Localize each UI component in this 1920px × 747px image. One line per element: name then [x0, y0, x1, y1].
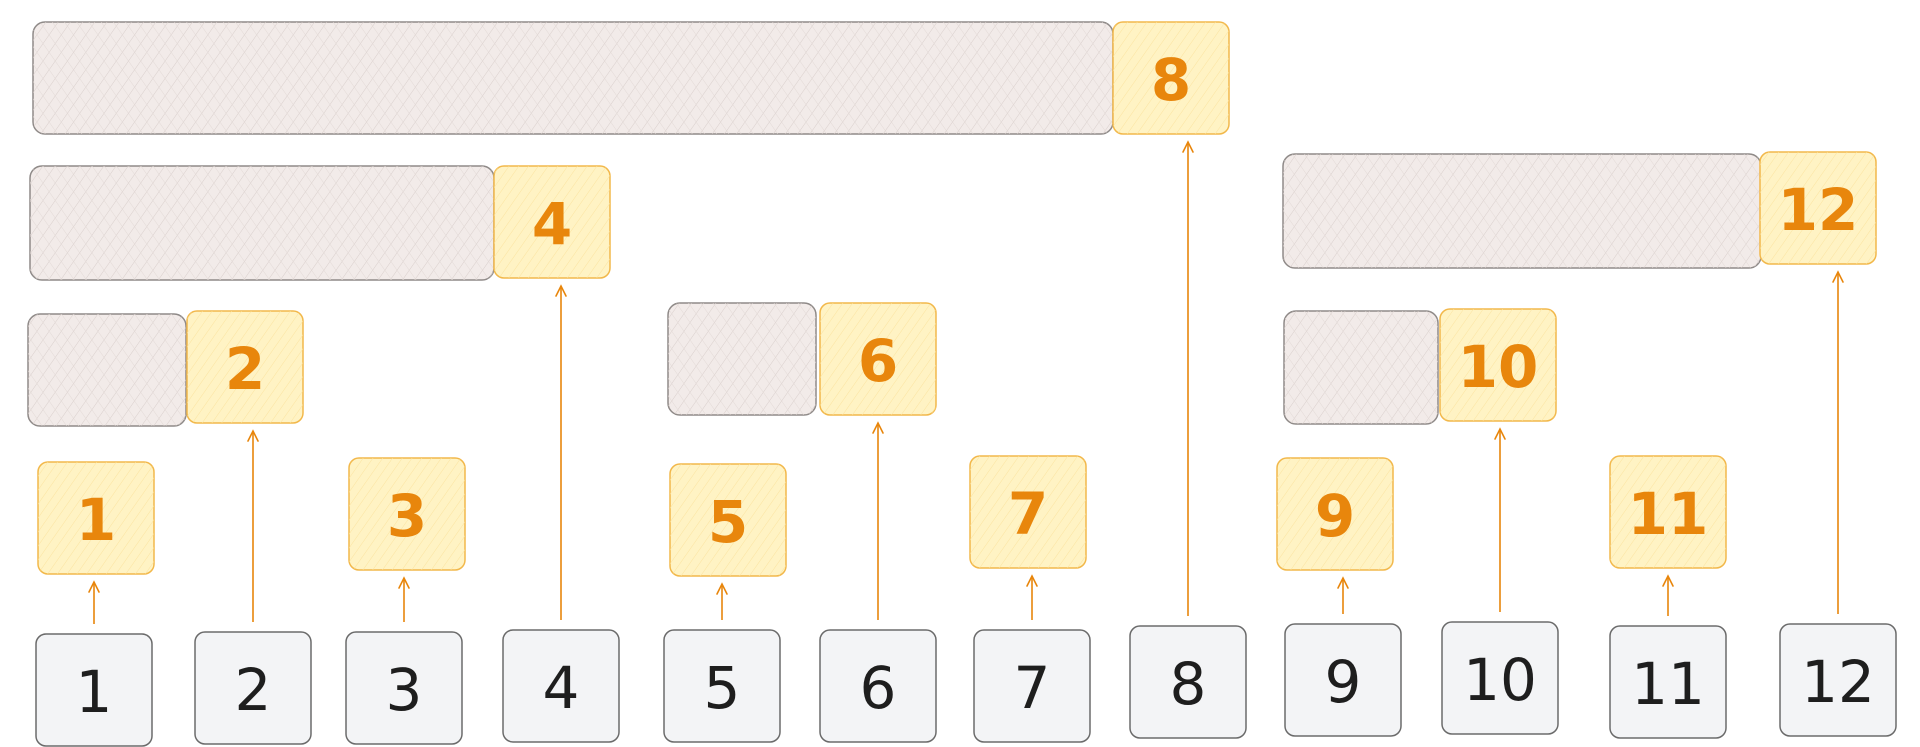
tree-node-label: 2 — [225, 335, 265, 403]
array-cell-label: 7 — [1014, 654, 1051, 722]
arrow-7 — [1026, 574, 1038, 620]
tree-node-label: 5 — [708, 488, 748, 556]
array-cell-label: 3 — [386, 656, 423, 724]
arrow-2 — [247, 429, 259, 622]
arrow-8 — [1182, 140, 1194, 616]
arrow-9 — [1337, 576, 1349, 614]
array-cell-10: 10 — [1441, 621, 1559, 735]
range-bar-2 — [27, 313, 187, 427]
tree-node-12: 12 — [1759, 151, 1877, 265]
array-cell-label: 8 — [1170, 650, 1207, 718]
tree-node-11: 11 — [1609, 455, 1727, 569]
tree-node-label: 11 — [1628, 480, 1709, 548]
array-cell-11: 11 — [1609, 625, 1727, 739]
array-cell-label: 10 — [1463, 646, 1537, 714]
arrow-3 — [398, 576, 410, 622]
array-cell-3: 3 — [345, 631, 463, 745]
array-cell-label: 9 — [1325, 648, 1362, 716]
tree-node-1: 1 — [37, 461, 155, 575]
array-cell-5: 5 — [663, 629, 781, 743]
array-cell-label: 12 — [1801, 648, 1875, 716]
tree-node-label: 12 — [1778, 176, 1859, 244]
array-cell-label: 4 — [543, 654, 580, 722]
array-cell-12: 12 — [1779, 623, 1897, 737]
tree-node-7: 7 — [969, 455, 1087, 569]
arrow-10 — [1494, 427, 1506, 612]
arrows — [88, 140, 1844, 624]
tree-node-label: 6 — [858, 327, 898, 395]
range-bar-4 — [29, 165, 495, 281]
array-cell-8: 8 — [1129, 625, 1247, 739]
tree-node-10: 10 — [1439, 308, 1557, 422]
tree-node-label: 7 — [1008, 480, 1048, 548]
tree-node-label: 8 — [1151, 46, 1191, 114]
tree-node-6: 6 — [819, 302, 937, 416]
range-bars — [27, 21, 1762, 427]
tree-node-9: 9 — [1276, 457, 1394, 571]
arrow-4 — [555, 284, 567, 620]
tree-node-label: 10 — [1458, 333, 1539, 401]
range-bar-8 — [32, 21, 1114, 135]
array-cell-label: 11 — [1631, 650, 1705, 718]
array-cell-label: 6 — [860, 654, 897, 722]
arrow-5 — [716, 582, 728, 620]
arrow-12 — [1832, 270, 1844, 614]
array-cell-label: 5 — [704, 654, 741, 722]
range-bar-10 — [1283, 310, 1439, 425]
tree-node-8: 8 — [1112, 21, 1230, 135]
tree-node-3: 3 — [348, 457, 466, 571]
arrow-6 — [872, 421, 884, 620]
tree-node-label: 9 — [1315, 482, 1355, 550]
array-cell-label: 2 — [235, 656, 272, 724]
array-cell-label: 1 — [76, 658, 113, 726]
array-cell-4: 4 — [502, 629, 620, 743]
tree-node-label: 3 — [387, 482, 427, 550]
tree-node-label: 4 — [532, 190, 572, 258]
array-cell-1: 1 — [35, 633, 153, 747]
tree-node-2: 2 — [186, 310, 304, 424]
arrow-11 — [1662, 574, 1674, 616]
array-cell-6: 6 — [819, 629, 937, 743]
tree-node-5: 5 — [669, 463, 787, 577]
tree-node-label: 1 — [76, 486, 116, 554]
array-cell-7: 7 — [973, 629, 1091, 743]
array-cell-2: 2 — [194, 631, 312, 745]
arrow-1 — [88, 580, 100, 624]
range-bar-12 — [1282, 153, 1762, 269]
array-cell-9: 9 — [1284, 623, 1402, 737]
tree-node-4: 4 — [493, 165, 611, 279]
range-bar-6 — [667, 302, 817, 416]
